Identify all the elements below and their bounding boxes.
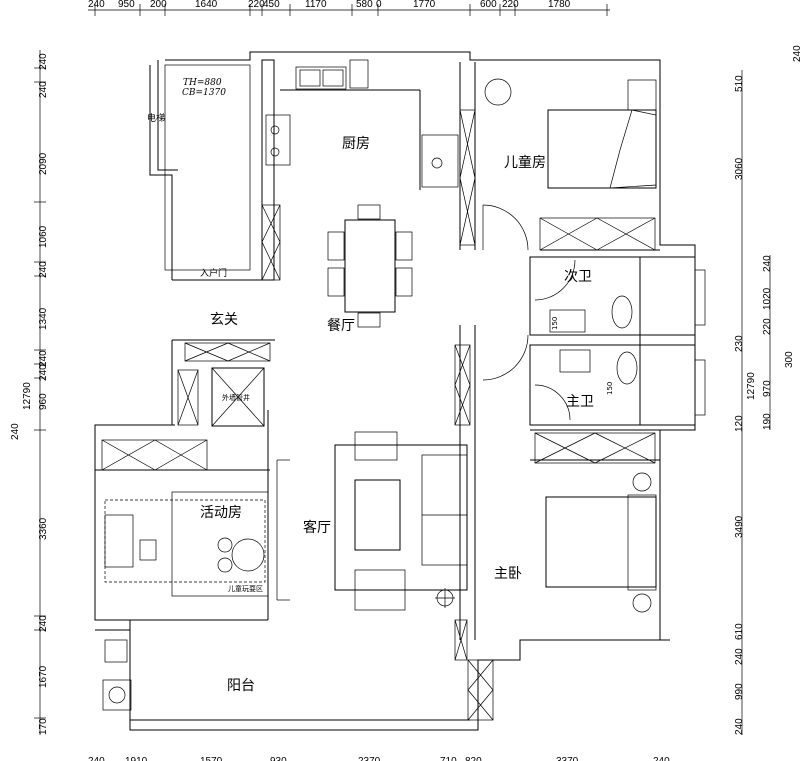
left-outer-dim: 240: [10, 423, 21, 440]
room-living: 客厅: [303, 519, 331, 536]
room-balcony: 阳台: [227, 678, 255, 694]
balcony-appliances: [102, 639, 132, 711]
kids-bed: [547, 79, 657, 189]
top-dim-3: 1640: [195, 0, 218, 10]
pipe-shaft: [211, 367, 265, 427]
left-dimension-line: 240 240 2090 1060 240 1340 240 240 960 3…: [10, 50, 49, 735]
right-dim-11: 240: [734, 648, 745, 665]
room-second-bath: 次卫: [564, 269, 592, 285]
bottom-dim-3: 930: [270, 756, 287, 761]
top-dim-12: 1780: [548, 0, 571, 10]
right-dim-2: 240: [762, 255, 773, 272]
note-150-a: 150: [551, 317, 559, 330]
right-dimension-line: 510 3060 240 1020 220 300 970 190 120 34…: [734, 45, 800, 735]
left-dim-8: 960: [38, 393, 49, 410]
annotations: 电梯 TH=880 CB=1370 入户门 外墙管井 儿童玩耍区 150 150: [147, 78, 614, 593]
right-dim-7: 190: [762, 413, 773, 430]
top-dim-11: 220: [502, 0, 519, 10]
right-dim-0: 510: [734, 75, 745, 92]
left-dim-7: 240: [38, 364, 49, 381]
top-dim-9: 1770: [413, 0, 436, 10]
room-kitchen: 厨房: [342, 136, 370, 152]
right-extra-dim-0: 230: [734, 335, 745, 352]
elevator-label: 电梯: [147, 112, 165, 124]
walls: [94, 51, 696, 731]
left-dim-10: 240: [38, 615, 49, 632]
right-extra-dim-1: 240: [792, 45, 800, 62]
bottom-dim-5: 710: [440, 756, 457, 761]
bottom-dim-6: 820: [465, 756, 482, 761]
right-dim-1: 3060: [734, 157, 745, 180]
top-dim-7: 580: [356, 0, 373, 10]
right-dim-3: 1020: [762, 287, 773, 310]
top-dim-10: 600: [480, 0, 497, 10]
right-dim-5: 300: [784, 351, 795, 368]
living-sofa-set: [276, 431, 468, 611]
left-dim-12: 170: [38, 718, 49, 735]
left-dim-2: 2090: [38, 152, 49, 175]
bottom-dim-8: 240: [653, 756, 670, 761]
bottom-dimension-line: 240 1910 1570 930 2370 710 820 3370 240: [88, 756, 670, 761]
right-dim-9: 3490: [734, 515, 745, 538]
left-dim-0: 240: [38, 53, 49, 70]
room-kids: 儿童房: [504, 154, 546, 171]
cb-label: CB=1370: [182, 88, 226, 98]
right-dim-12: 990: [734, 683, 745, 700]
right-dim-4: 220: [762, 318, 773, 335]
storage-cabinets: [101, 109, 656, 721]
left-dim-6: 240: [38, 350, 49, 367]
room-master-bath: 主卫: [566, 394, 594, 410]
left-dim-11: 1670: [38, 665, 49, 688]
note-150-b: 150: [606, 382, 614, 395]
right-total-dim: 12790: [746, 372, 757, 400]
top-dim-2: 200: [150, 0, 167, 10]
dining-table: [327, 204, 413, 328]
shaft-label: 外墙管井: [222, 393, 250, 402]
room-labels: 厨房 儿童房 次卫 主卫 玄关 餐厅 客厅 活动房 主卧 阳台: [200, 136, 594, 694]
kids-area-label: 儿童玩耍区: [228, 584, 263, 593]
left-dim-3: 1060: [38, 225, 49, 248]
right-dim-8: 120: [734, 415, 745, 432]
entry-door-label: 入户门: [200, 267, 227, 279]
bottom-dim-0: 240: [88, 756, 105, 761]
top-dim-5: 450: [263, 0, 280, 10]
activity-room-furniture: [104, 491, 269, 597]
top-dim-0: 240: [88, 0, 105, 10]
bottom-dim-4: 2370: [358, 756, 381, 761]
right-dim-10: 610: [734, 623, 745, 640]
room-dining: 餐厅: [327, 318, 355, 334]
top-dim-4: 220: [248, 0, 265, 10]
right-dim-13: 240: [734, 718, 745, 735]
left-dim-5: 1340: [38, 307, 49, 330]
top-dim-8: 0: [376, 0, 382, 10]
room-entry: 玄关: [210, 311, 238, 328]
room-activity: 活动房: [200, 505, 242, 521]
kitchen-fixtures: [265, 59, 512, 188]
room-master-bed: 主卧: [494, 566, 522, 582]
left-dim-1: 240: [38, 81, 49, 98]
top-dim-6: 1170: [305, 0, 327, 10]
bottom-dim-2: 1570: [200, 756, 223, 761]
left-dim-4: 240: [38, 261, 49, 278]
top-dim-1: 950: [118, 0, 135, 10]
right-dim-6: 970: [762, 380, 773, 397]
left-dim-9: 3360: [38, 517, 49, 540]
bottom-dim-7: 3370: [556, 756, 579, 761]
door-swings: [482, 204, 576, 421]
bottom-dim-1: 1910: [125, 756, 148, 761]
top-dimension-line: 240 950 200 1640 220 450 1170 580 0 1770…: [88, 0, 610, 16]
left-total-dim: 12790: [22, 382, 33, 410]
master-bed: [545, 472, 657, 613]
bathroom-fixtures: [549, 269, 706, 416]
th-label: TH=880: [183, 78, 222, 88]
